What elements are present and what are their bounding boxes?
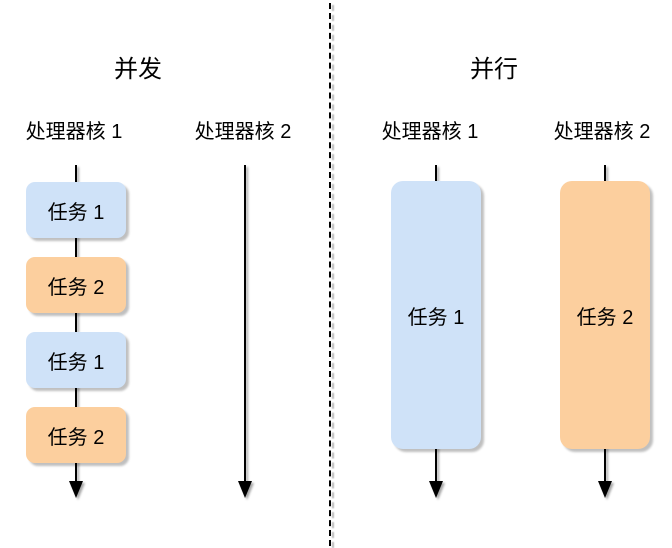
parallelism-core1-arrowhead-icon [429, 481, 443, 498]
concurrency-core2-label: 处理器核 2 [194, 121, 292, 143]
concurrency-core1-timeline [75, 165, 77, 484]
concurrency-core2-timeline [244, 165, 246, 484]
task-box: 任务 2 [560, 181, 650, 449]
task-box: 任务 2 [26, 407, 126, 463]
task-box: 任务 2 [26, 257, 126, 313]
concurrency-core1-label: 处理器核 1 [25, 121, 123, 143]
concurrency-panel-title: 并发 [114, 56, 162, 83]
parallelism-core2-arrowhead-icon [598, 481, 612, 498]
panel-divider-dashed-line [329, 3, 331, 546]
parallelism-core2-label: 处理器核 2 [553, 121, 651, 143]
concurrency-core1-arrowhead-icon [69, 481, 83, 498]
parallelism-panel-title: 并行 [470, 56, 518, 83]
task-box: 任务 1 [26, 182, 126, 238]
task-box: 任务 1 [26, 332, 126, 388]
concurrency-core2-arrowhead-icon [238, 481, 252, 498]
task-box: 任务 1 [391, 181, 481, 449]
parallelism-core1-label: 处理器核 1 [381, 121, 479, 143]
